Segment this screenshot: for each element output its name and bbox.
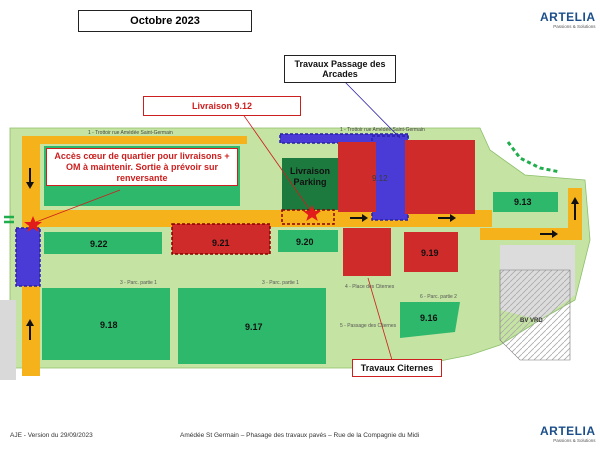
lot-label-9-17: 9.17 xyxy=(245,322,263,332)
logo-tagline-bottom: Passions & Solutions xyxy=(553,438,596,443)
path-top-left-horizontal xyxy=(22,136,247,144)
lot-9-20 xyxy=(278,230,338,252)
footer-caption: Amédée St Germain – Phasage des travaux … xyxy=(180,432,420,439)
bv-vrd-zone xyxy=(499,269,571,361)
lot-label-9-18: 9.18 xyxy=(100,320,118,330)
arrow-right-icon xyxy=(438,214,456,222)
lot-label-9-22: 9.22 xyxy=(90,239,108,249)
label-livraison-parking: Livraison Parking xyxy=(284,166,336,188)
lot-label-9-20: 9.20 xyxy=(296,237,314,247)
purple-zone-vertical xyxy=(371,135,409,221)
arrow-up-icon xyxy=(26,319,34,340)
lot-9-21 xyxy=(171,223,271,255)
callout-travaux-citernes: Travaux Citernes xyxy=(352,359,442,377)
logo-tagline: Passions & Solutions xyxy=(553,24,596,29)
leader-acces xyxy=(35,189,121,223)
callout-travaux-arcades-text: Travaux Passage des Arcades xyxy=(294,58,386,79)
lot-9-18 xyxy=(42,288,170,360)
arrow-down-icon xyxy=(26,168,34,189)
lot-9-22 xyxy=(44,232,162,254)
label-livraison-parking-text: Livraison Parking xyxy=(289,166,330,187)
arrow-right-icon xyxy=(350,214,368,222)
lot-label-9-21: 9.21 xyxy=(212,238,230,248)
lot-red-9-12-left xyxy=(338,142,376,212)
lot-9-16 xyxy=(400,302,460,338)
leader-arcades xyxy=(344,81,401,139)
callout-travaux-citernes-text: Travaux Citernes xyxy=(360,362,434,373)
footer-version: AJE - Version du 29/09/2023 xyxy=(10,432,93,439)
lot-9-19 xyxy=(404,232,458,272)
lot-label-9-12: 9.12 xyxy=(372,174,388,183)
lot-red-9-12 xyxy=(405,140,475,214)
artelia-logo-bottom: ARTELIA Passions & Solutions xyxy=(540,424,596,443)
leader-livraison xyxy=(239,109,311,211)
grey-road xyxy=(0,300,16,380)
logo-name: ARTELIA xyxy=(540,10,596,24)
callout-travaux-arcades: Travaux Passage des Arcades xyxy=(284,55,396,83)
callout-livraison-text: Livraison 9.12 xyxy=(191,100,253,111)
street-trottoir-left: 1 - Trottoir rue Amédée Saint-Germain xyxy=(88,130,173,136)
lot-9-13 xyxy=(493,192,558,212)
red-star-icon xyxy=(303,205,321,221)
callout-acces: Accès cœur de quartier pour livraisons +… xyxy=(46,148,238,187)
street-passage-citernes: 5 - Passage des Citernes xyxy=(340,323,397,329)
bv-vrd-label: BV VRD xyxy=(520,318,543,324)
green-dashed-path-icon xyxy=(506,141,561,174)
lot-9-17 xyxy=(178,288,326,364)
path-right-horizontal xyxy=(480,228,575,240)
red-star-icon xyxy=(24,216,42,232)
livraison-dashed-zone xyxy=(281,209,335,225)
logo-name-bottom: ARTELIA xyxy=(540,424,596,438)
purple-zone-left xyxy=(15,227,41,287)
artelia-logo-top: ARTELIA Passions & Solutions xyxy=(540,10,596,29)
arrow-right-icon xyxy=(540,230,558,238)
street-place-citernes: 4 - Place des Citernes xyxy=(345,284,395,290)
street-parc-1-b: 3 - Parc. partie 1 xyxy=(262,280,299,286)
page-title: Octobre 2023 xyxy=(130,15,200,27)
lot-red-citernes xyxy=(343,228,391,276)
lot-label-9-19: 9.19 xyxy=(421,248,439,258)
street-trottoir-right: 1 - Trottoir rue Amédée Saint-Germain xyxy=(340,127,425,133)
green-arrow-icon xyxy=(4,215,14,224)
lot-label-9-16: 9.16 xyxy=(420,313,438,323)
street-parc-2: 6 - Parc. partie 2 xyxy=(420,294,457,300)
page-title-box: Octobre 2023 xyxy=(78,10,252,32)
leader-citernes xyxy=(367,277,393,361)
street-parc-1: 3 - Parc. partie 1 xyxy=(120,280,157,286)
callout-acces-text: Accès cœur de quartier pour livraisons +… xyxy=(54,151,230,183)
arrow-up-icon xyxy=(571,197,579,220)
lot-label-9-13: 9.13 xyxy=(514,197,532,207)
callout-livraison: Livraison 9.12 xyxy=(143,96,301,116)
